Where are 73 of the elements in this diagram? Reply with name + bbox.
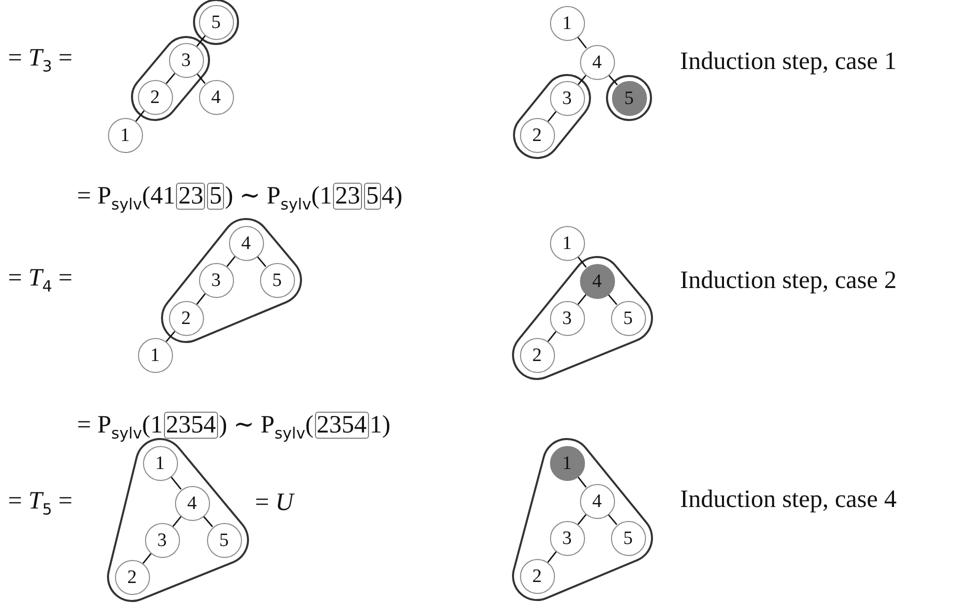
tree-node: 2 [114, 560, 150, 594]
tree-node: 5 [198, 4, 234, 40]
tree-node: 4 [198, 80, 234, 114]
tree-node: 1 [138, 338, 172, 372]
tree-node: 3 [550, 80, 584, 116]
tree-edge [608, 74, 618, 86]
boxed-digits: 5 [364, 182, 381, 210]
equation-text: = T$_{4}$ = [8, 264, 72, 296]
tree-node: 3 [168, 42, 204, 78]
boxed-digits: 5 [207, 182, 224, 210]
formula-text: = P$_{sylv}$(41 [77, 182, 176, 214]
tree-edge [202, 516, 214, 528]
tree-node: 3 [198, 262, 234, 298]
boxed-digits: 23 [176, 182, 206, 210]
tree-edge [577, 36, 587, 49]
tree-node: 4 [580, 484, 614, 518]
case-note: Induction step, case 1 [680, 47, 897, 77]
tree-node: 2 [138, 80, 172, 114]
tree-edge [166, 330, 176, 342]
tree-node: 3 [550, 300, 584, 336]
formula-text: ) ∼ P$_{sylv}$(1 [224, 182, 332, 214]
tree-node: 2 [168, 300, 204, 336]
tree-node: 1 [142, 446, 178, 480]
equation-text: = T$_{5}$ = [8, 486, 72, 520]
formula-text: = P$_{sylv}$(1 [77, 410, 163, 444]
tree-edge [578, 75, 586, 85]
tree-node: 1 [550, 226, 584, 260]
tree-edge [577, 476, 587, 488]
tree-edge [196, 73, 206, 84]
tree-edge [196, 293, 206, 305]
formula-text: 1) [370, 410, 390, 441]
boxed-digits: 2354 [164, 412, 218, 439]
tree-edge [166, 72, 176, 84]
tree-edge [135, 110, 145, 122]
tree-node: 5 [260, 262, 294, 298]
tree-node: 2 [520, 558, 554, 594]
tree-edge [547, 111, 557, 122]
tree-node: 1 [550, 6, 584, 40]
tree-node: 5 [612, 80, 646, 116]
tree-node: 5 [610, 300, 646, 336]
tree-edge [170, 476, 182, 490]
tree-node: 4 [580, 264, 614, 298]
tree-edge [226, 256, 236, 267]
tree-edge [142, 553, 152, 564]
tree-node: 2 [520, 118, 554, 152]
tree-edge [577, 256, 587, 268]
tree-edge [608, 294, 618, 306]
tree-edge [547, 551, 557, 563]
tree-node: 5 [206, 522, 242, 558]
equation-text: = U [255, 488, 294, 518]
formula-text: ) ∼ P$_{sylv}$( [218, 410, 314, 444]
boxed-digits: 23 [333, 182, 362, 210]
tree-node: 1 [550, 446, 584, 480]
tree-node: 5 [610, 520, 646, 556]
tree-node: 2 [520, 338, 554, 372]
formula-text: 4) [382, 182, 402, 212]
equation-text: = T$_{3}$ = [8, 44, 72, 76]
tree-node: 4 [580, 44, 614, 80]
tree-edge [577, 294, 587, 305]
tree-edge [172, 516, 182, 527]
tree-edge [196, 35, 206, 47]
tree-node: 3 [550, 520, 584, 556]
tree-edge [547, 331, 557, 342]
boxed-digits: 2354 [314, 412, 369, 439]
tree-edge [577, 514, 587, 525]
tree-node: 1 [108, 118, 142, 152]
case-note: Induction step, case 2 [680, 266, 897, 296]
tree-node: 4 [228, 226, 264, 260]
tree-node: 4 [174, 486, 210, 520]
tree-node: 3 [144, 522, 180, 558]
tree-edge [256, 256, 266, 268]
tree-edge [608, 514, 618, 526]
case-note: Induction step, case 4 [680, 485, 897, 515]
